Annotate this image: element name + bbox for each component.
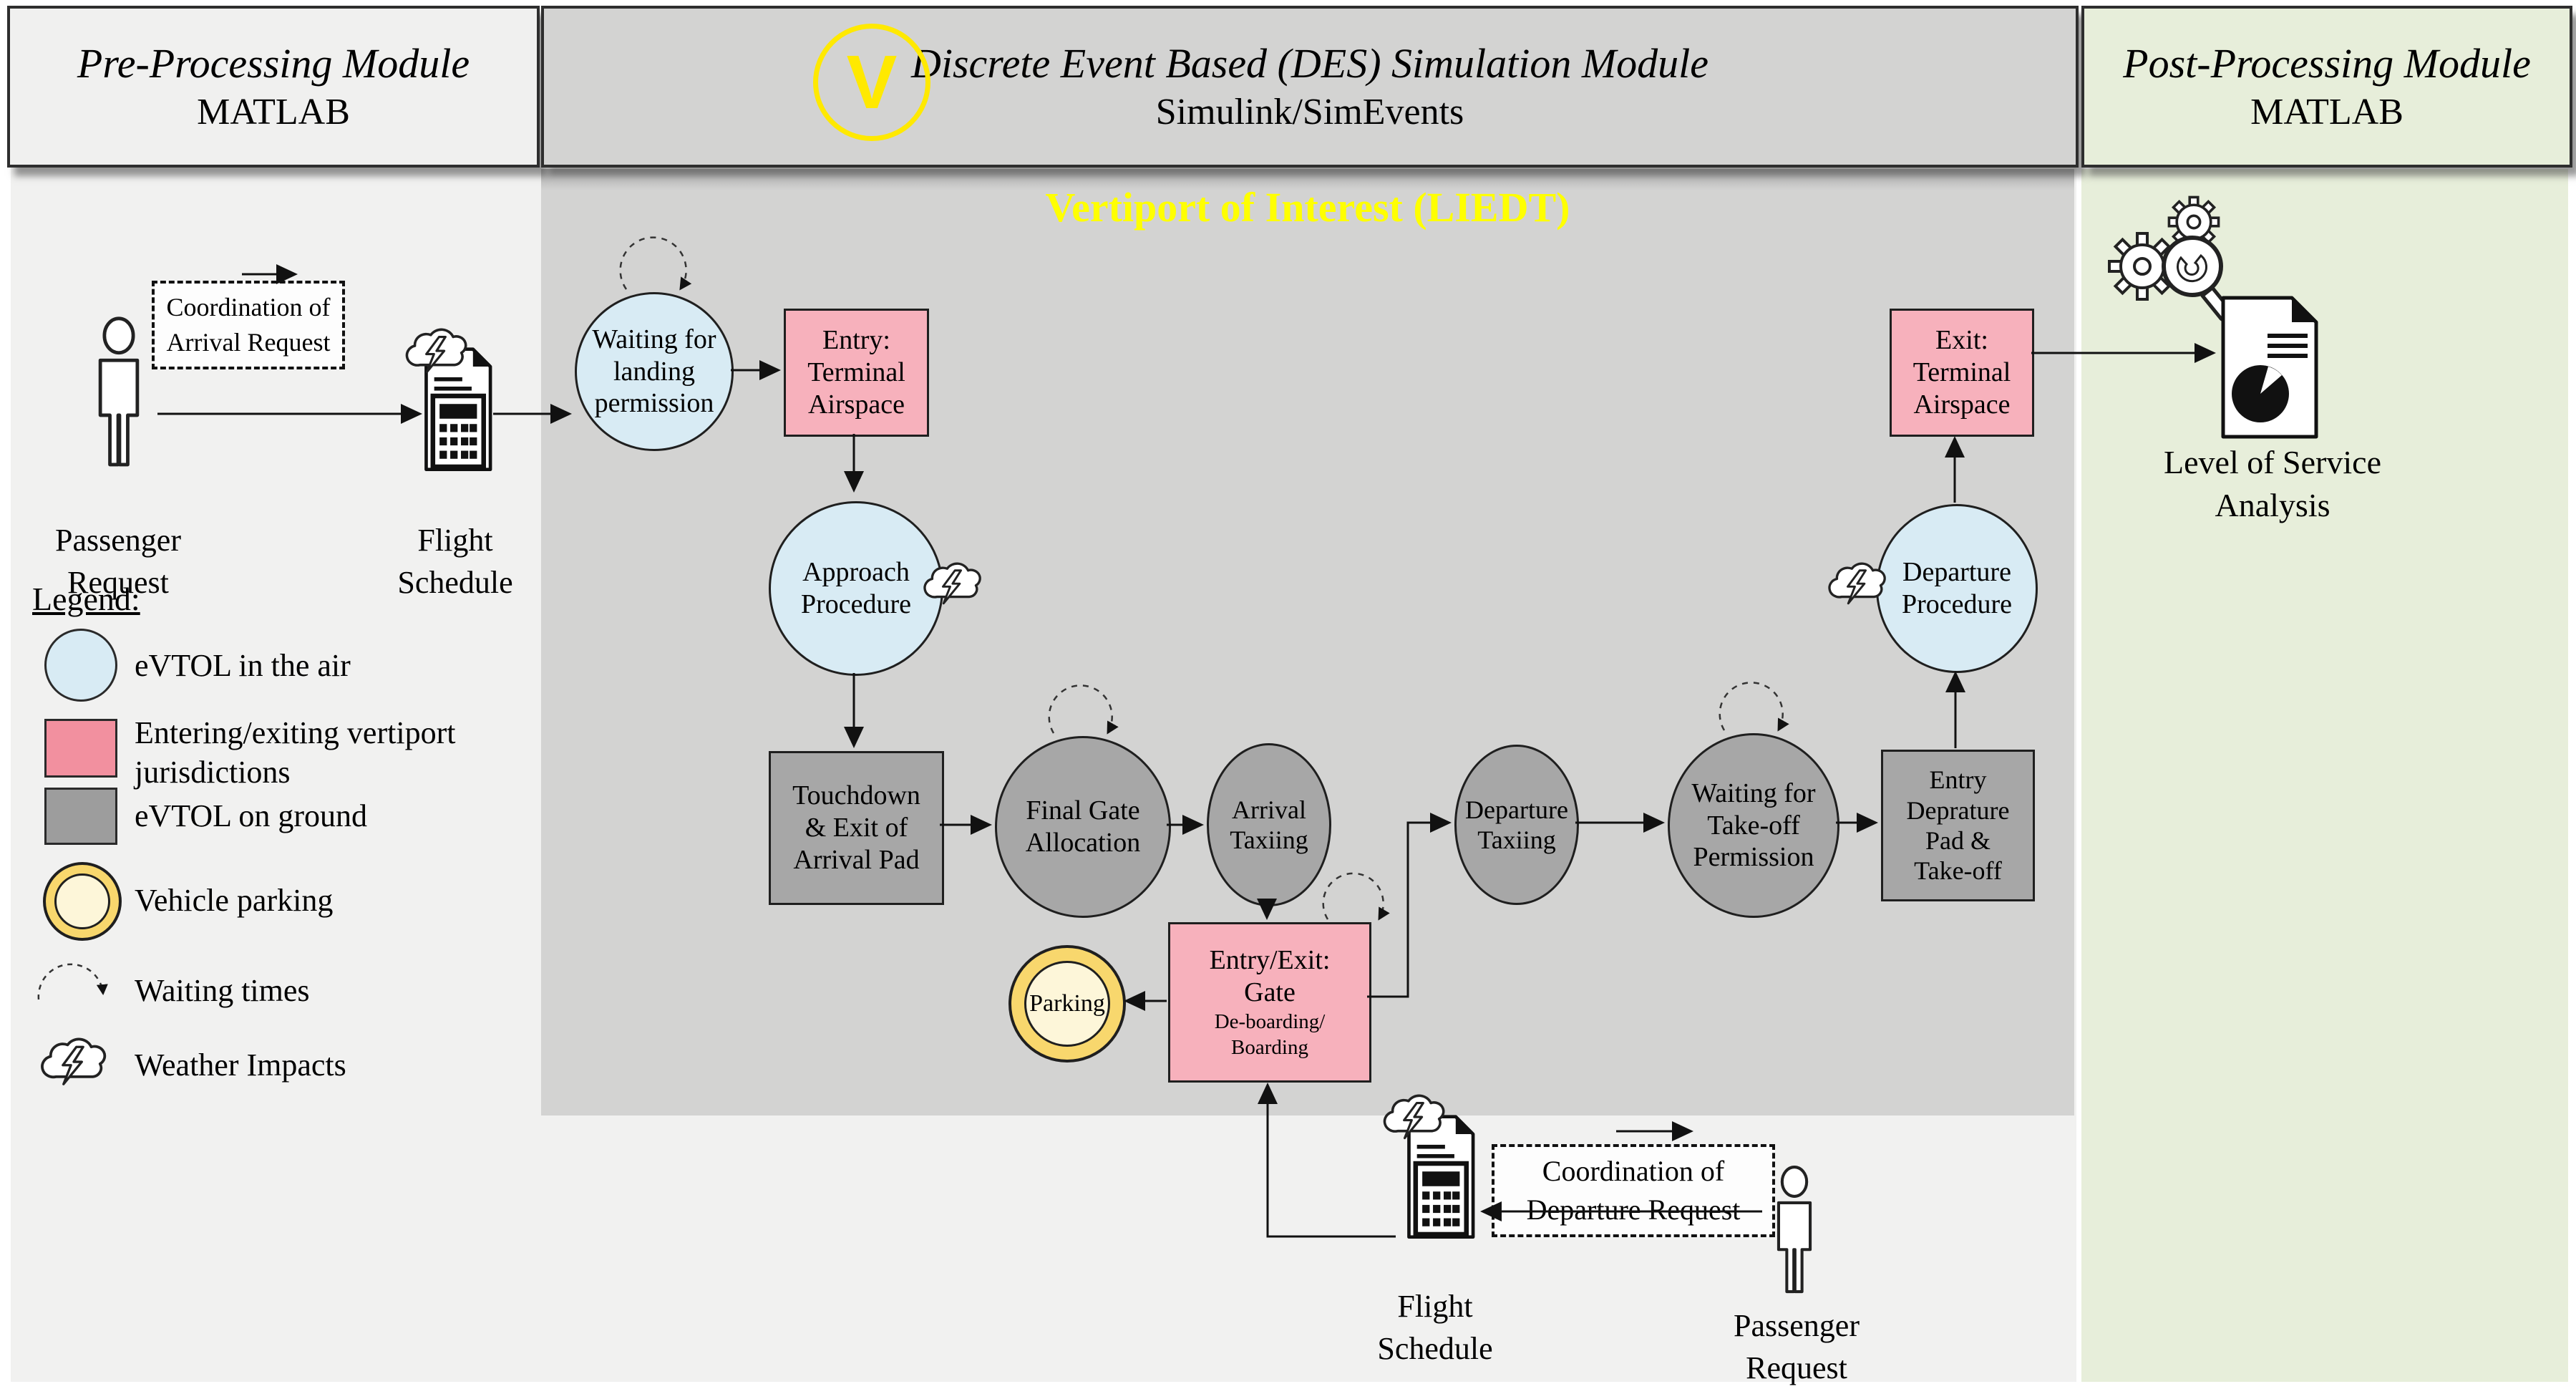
legend-vehicle-parking-swatch	[43, 862, 122, 941]
legend-vehicle-parking-label: Vehicle parking	[135, 883, 334, 918]
node-parking: Parking	[1008, 945, 1126, 1063]
pre-processing-title: Pre-Processing Module	[77, 39, 470, 87]
cloud-lightning-icon	[1824, 551, 1890, 617]
header-post-processing: Post-Processing Module MATLAB	[2081, 6, 2572, 168]
legend-jurisdiction-label: Entering/exiting vertiport jurisdictions	[135, 715, 456, 790]
flight-schedule-bottom-label: Flight Schedule	[1377, 1289, 1493, 1367]
post-processing-subtitle: MATLAB	[2250, 92, 2404, 133]
person-icon	[84, 315, 153, 480]
legend-evtol-ground-label: eVTOL on ground	[135, 798, 368, 833]
cloud-lightning-icon	[401, 316, 471, 387]
des-module-title: Discrete Event Based (DES) Simulation Mo…	[910, 39, 1709, 87]
report-pie-document-icon	[2216, 292, 2323, 442]
legend-weather-cloud-icon	[36, 1025, 110, 1100]
des-module-subtitle: Simulink/SimEvents	[1155, 92, 1464, 133]
legend-waiting-times-label: Waiting times	[135, 973, 310, 1008]
vertiport-v-logo-icon: V	[813, 24, 930, 141]
person-icon	[1765, 1164, 1824, 1305]
header-pre-processing: Pre-Processing Module MATLAB	[7, 6, 540, 168]
legend-title: Legend:	[32, 581, 140, 617]
flight-schedule-top-label: Flight Schedule	[397, 523, 513, 601]
coordination-arrival-request-box: Coordination of Arrival Request	[152, 281, 345, 369]
post-processing-title: Post-Processing Module	[2123, 39, 2531, 87]
level-of-service-label: Level of Service Analysis	[2164, 444, 2381, 523]
cloud-lightning-icon	[919, 551, 985, 617]
header-des-module: Discrete Event Based (DES) Simulation Mo…	[541, 6, 2079, 168]
vertiport-of-interest-title: Vertiport of Interest (LIEDT)	[1045, 184, 1570, 231]
passenger-request-top-label: Passenger Request	[55, 523, 181, 601]
post-processing-panel	[2081, 169, 2568, 1382]
cloud-lightning-icon	[1379, 1083, 1449, 1153]
passenger-request-bottom-label: Passenger Request	[1734, 1308, 1860, 1386]
node-entry-exit-gate: Entry/Exit: Gate De-boarding/ Boarding	[1168, 922, 1371, 1083]
pre-processing-subtitle: MATLAB	[197, 92, 350, 133]
legend-evtol-ground-swatch	[44, 788, 117, 845]
coordination-departure-request-box: Coordination of Departure Request	[1492, 1144, 1775, 1237]
legend-evtol-air-label: eVTOL in the air	[135, 648, 351, 683]
legend-evtol-air-swatch	[44, 629, 117, 702]
legend-jurisdiction-swatch	[44, 719, 117, 778]
waiting-times-arc-icon	[37, 963, 108, 1000]
legend-weather-impacts-label: Weather Impacts	[135, 1047, 346, 1083]
